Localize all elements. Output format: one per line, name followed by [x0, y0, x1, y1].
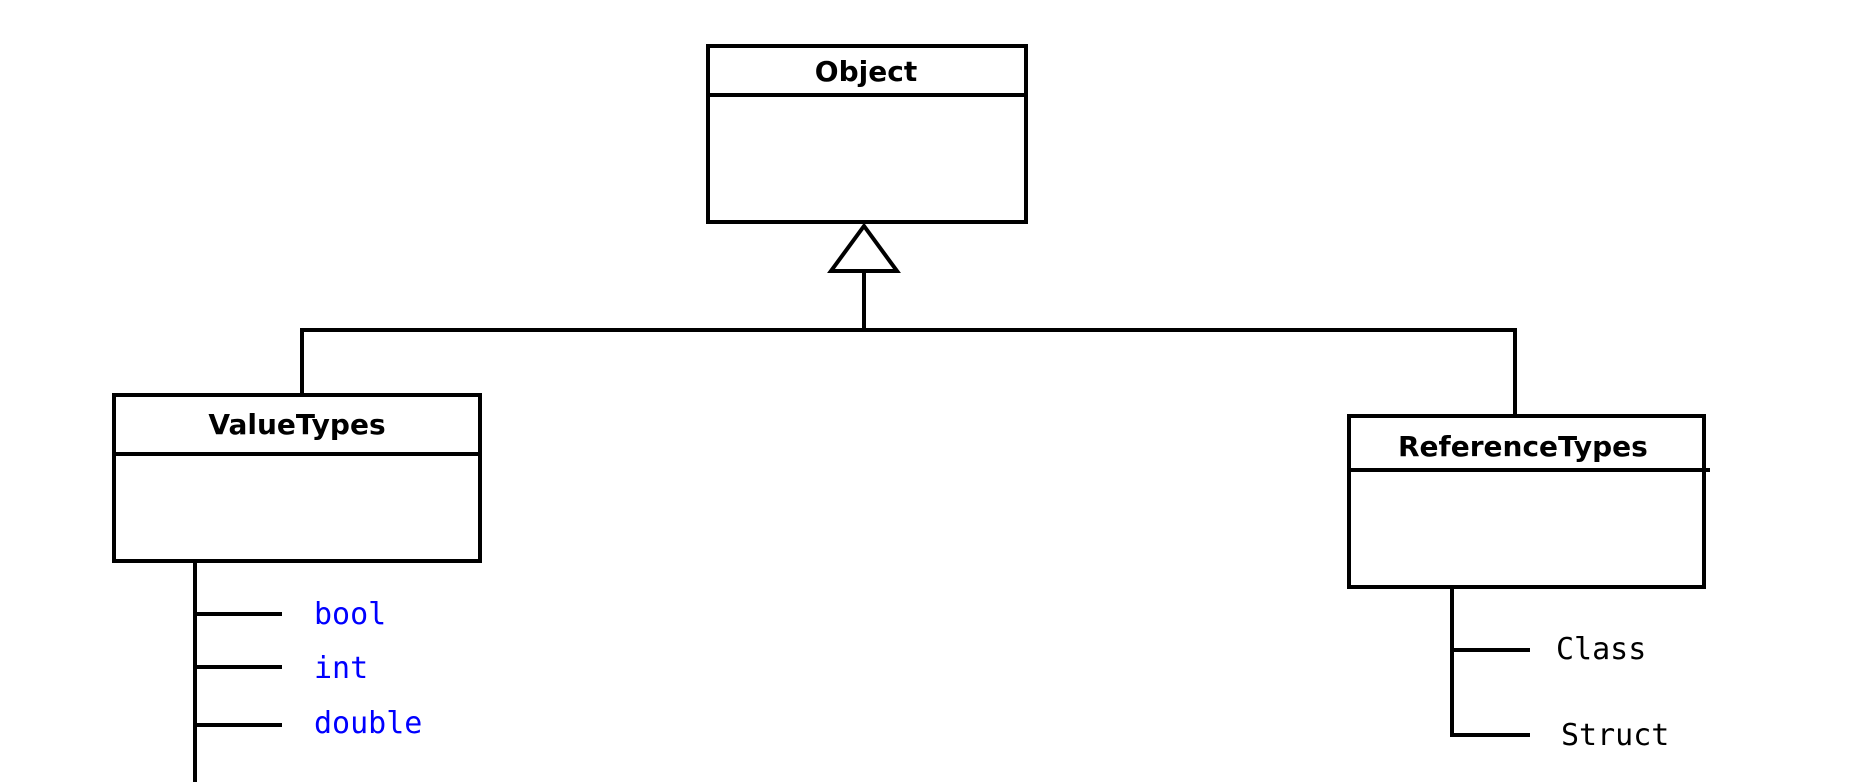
value-member-bool: bool [314, 597, 386, 632]
object-class-title: Object [815, 55, 917, 88]
reference-types-class-box [1347, 414, 1706, 589]
object-class-box [706, 44, 1028, 224]
reference-member-class: Class [1556, 632, 1646, 667]
value-member-double: double [314, 706, 422, 741]
value-types-class-box [112, 393, 482, 563]
value-types-class: ValueTypes [112, 393, 482, 563]
inheritance-connector [300, 222, 1517, 418]
value-types-class-title: ValueTypes [208, 408, 385, 441]
inheritance-arrowhead [827, 222, 901, 273]
value-types-members: bool int double [193, 559, 422, 782]
object-class: Object [706, 44, 1028, 224]
reference-types-class-title: ReferenceTypes [1398, 430, 1648, 463]
reference-member-struct: Struct [1561, 718, 1669, 753]
reference-types-members: Class Struct [1450, 585, 1669, 753]
value-member-int: int [314, 651, 368, 686]
reference-types-class: ReferenceTypes [1347, 414, 1710, 589]
